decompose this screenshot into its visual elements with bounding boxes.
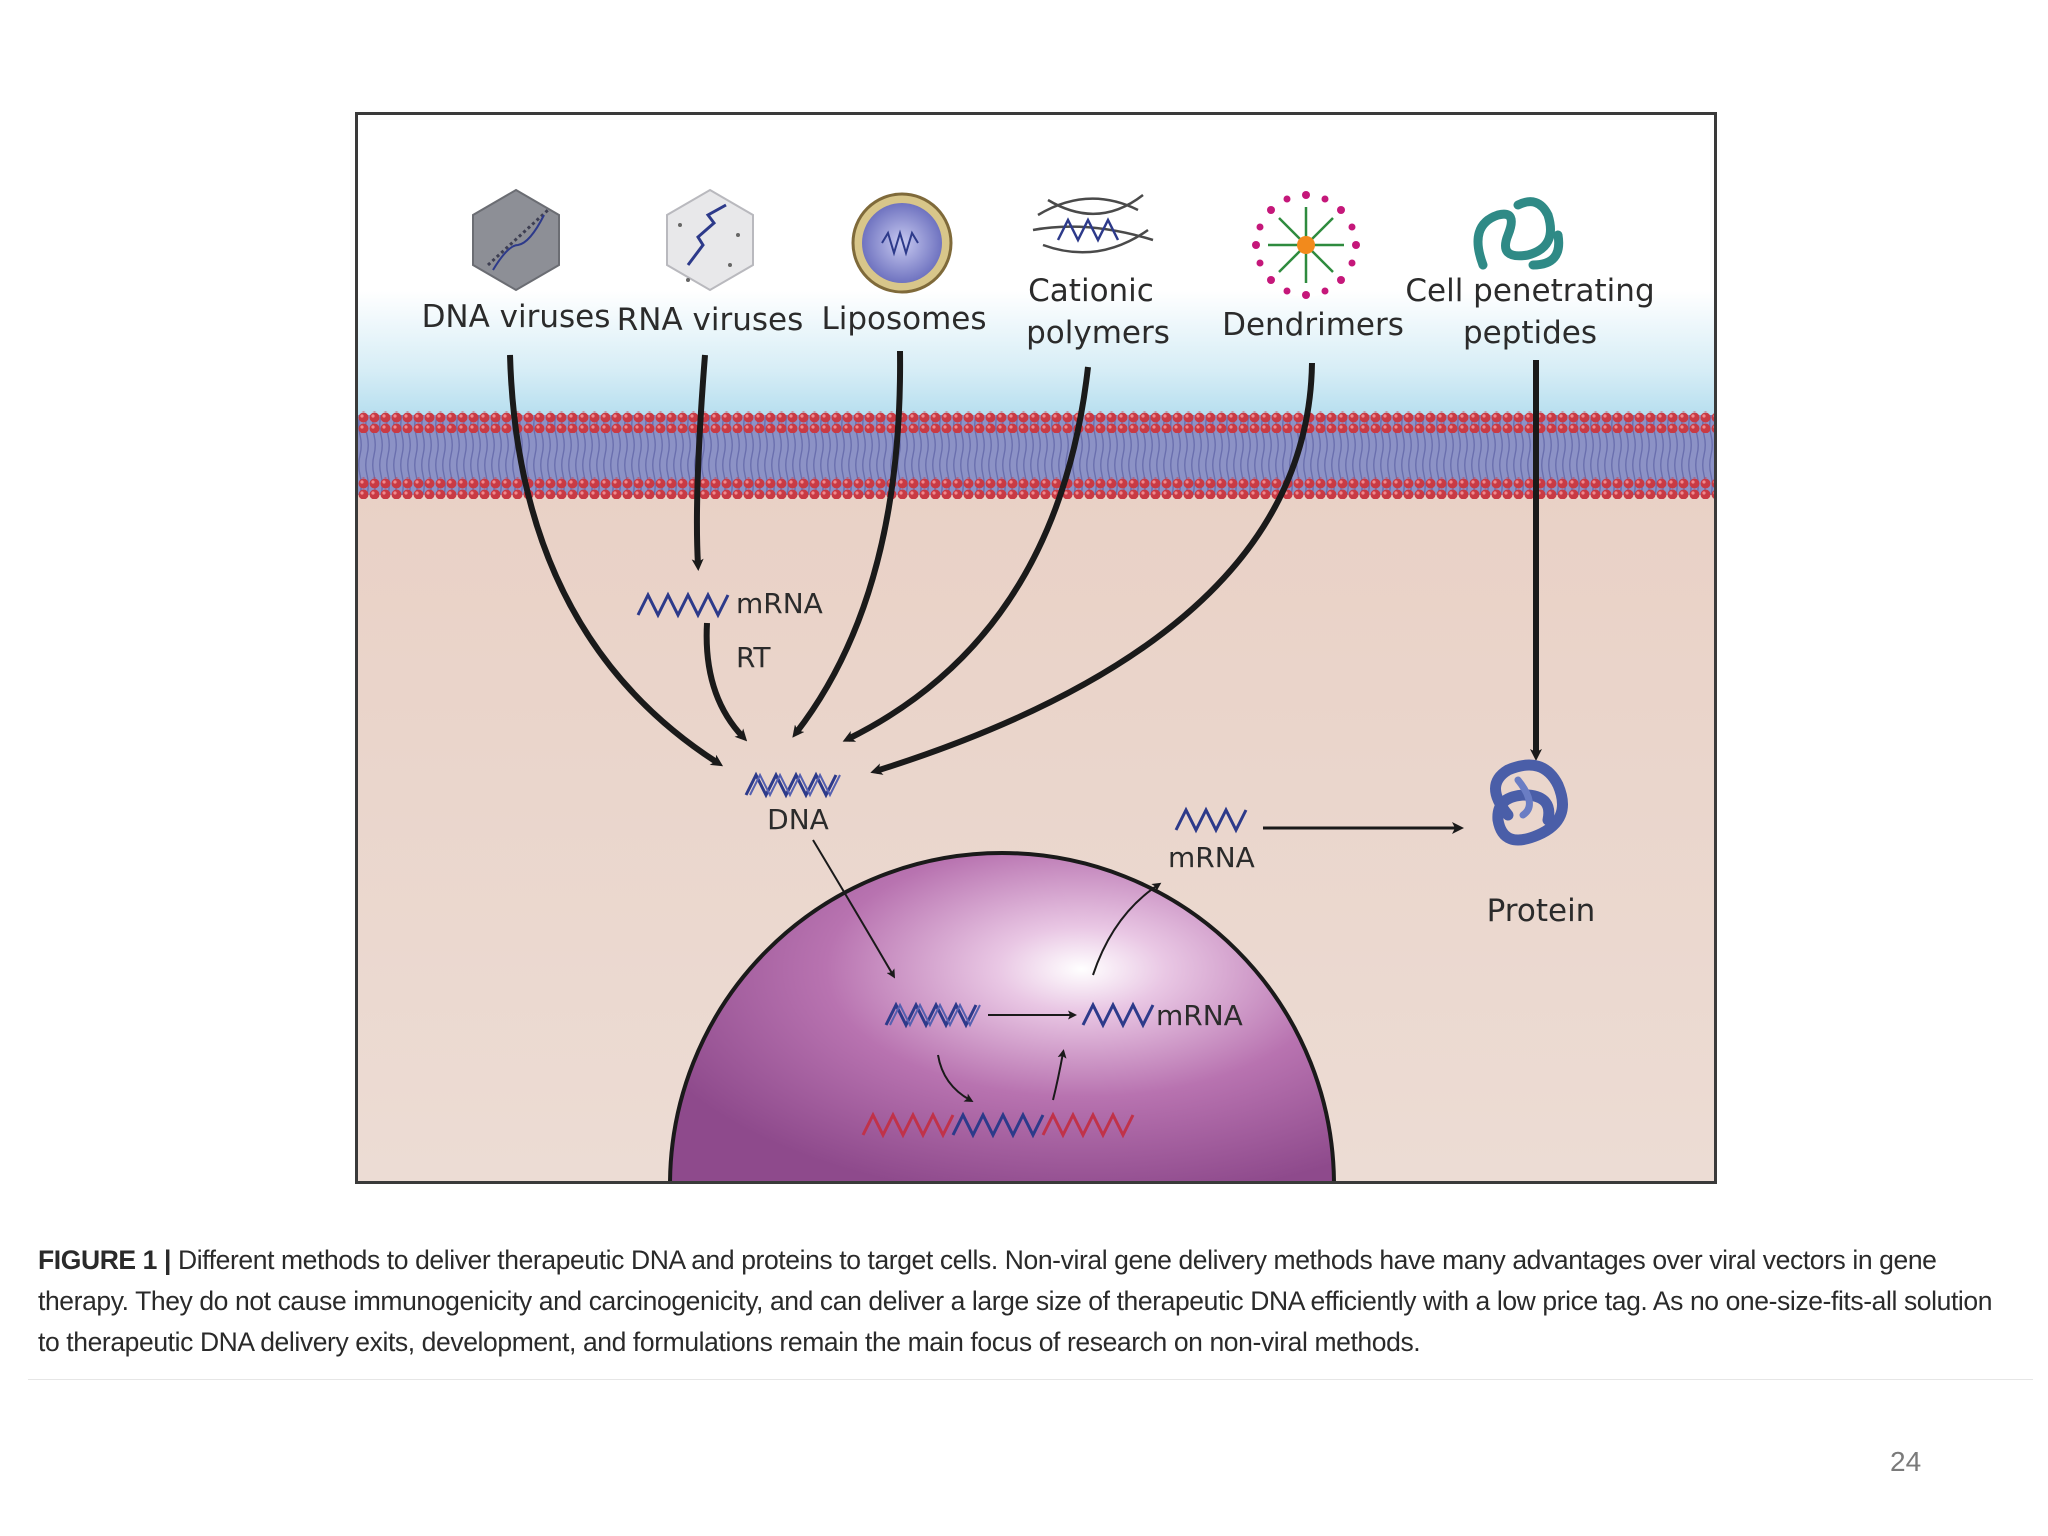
dna-label: DNA: [767, 803, 829, 836]
cell-membrane: [358, 411, 1714, 499]
caption-divider: [28, 1379, 2033, 1380]
delivery-arrows: [507, 350, 1542, 775]
dna-virus-icon: [472, 188, 560, 292]
cytoplasm-mrna-label: mRNA: [736, 587, 823, 620]
carrier-label-rna-viruses: RNA viruses: [617, 302, 804, 338]
cytoplasm-dna-strand: [744, 771, 841, 799]
caption-text: Different methods to deliver therapeutic…: [38, 1245, 1993, 1357]
reverse-transcription-arrow: [703, 622, 748, 742]
liposome-arrow: [792, 350, 904, 738]
carrier-label-cell-penetrating-line1: Cell penetrating: [1405, 273, 1654, 309]
cationic-polymer-icon: [1032, 194, 1154, 254]
genomic-dna-strand: [861, 1111, 1135, 1139]
genome-transcription-arrow: [1052, 1049, 1067, 1101]
caption-label: FIGURE 1 |: [38, 1245, 171, 1275]
rt-label: RT: [736, 641, 771, 674]
liposome-icon: [851, 192, 953, 294]
carrier-label-dendrimers: Dendrimers: [1222, 307, 1404, 343]
exported-mrna-strand: [1174, 806, 1248, 834]
figure-caption: FIGURE 1 | Different methods to deliver …: [38, 1240, 2018, 1363]
cytoplasm-mrna-strand: [636, 591, 730, 619]
carrier-label-dna-viruses: DNA viruses: [422, 299, 611, 335]
nuclear-dna-strand: [884, 1001, 981, 1029]
integration-arrow: [937, 1054, 974, 1102]
dna-virus-arrow: [507, 354, 724, 767]
nucleus: [668, 851, 1336, 1181]
slide-number: 24: [1890, 1446, 1922, 1477]
exported-mrna-label: mRNA: [1168, 841, 1255, 874]
protein-label: Protein: [1487, 893, 1596, 929]
carrier-label-liposomes: Liposomes: [821, 301, 986, 337]
protein-icon: [1490, 759, 1568, 846]
dendrimer-arrow: [870, 362, 1315, 775]
carrier-label-cationic-polymers-line2: polymers: [1026, 315, 1170, 351]
delivery-diagram: DNA viruses RNA viruses Liposomes Cation…: [358, 115, 1714, 1181]
mrna-export-arrow: [1092, 882, 1162, 976]
carrier-label-cationic-polymers-line1: Cationic: [1028, 273, 1154, 309]
rna-virus-icon: [666, 188, 754, 292]
cationic-polymer-arrow: [842, 366, 1091, 742]
carrier-label-cell-penetrating-line2: peptides: [1463, 315, 1597, 351]
carrier-labels: DNA viruses RNA viruses Liposomes Cation…: [422, 273, 1655, 351]
rna-virus-arrow: [691, 354, 708, 571]
dendrimer-icon: [1252, 191, 1360, 299]
nuclear-mrna-strand: [1081, 1001, 1155, 1029]
dna-to-nucleus-arrow: [812, 839, 896, 979]
cell-penetrating-peptide-icon: [1473, 197, 1564, 270]
nuclear-mrna-label: mRNA: [1156, 999, 1243, 1032]
figure-panel: DNA viruses RNA viruses Liposomes Cation…: [355, 112, 1717, 1184]
extracellular-space: [358, 115, 1714, 435]
